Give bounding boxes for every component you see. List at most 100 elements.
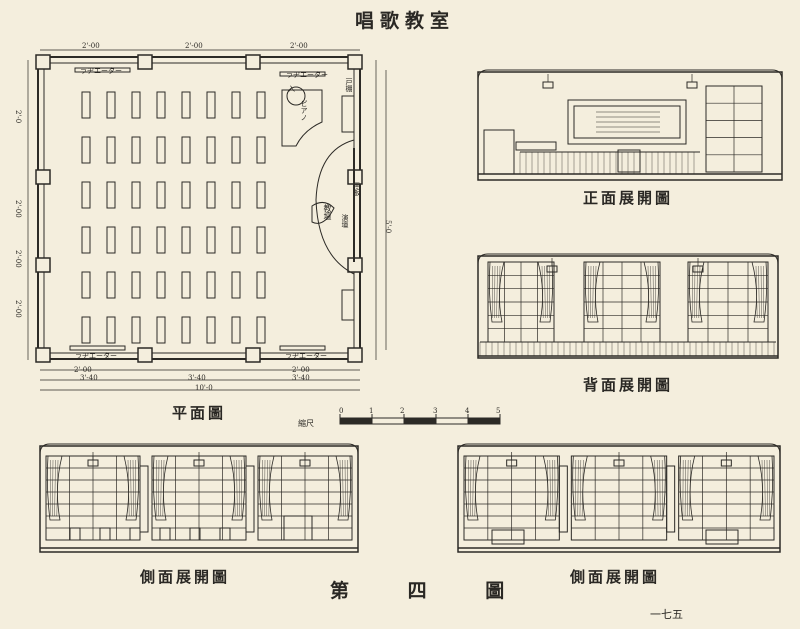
right-label-1: 戸棚 bbox=[345, 78, 353, 92]
curtain-fold bbox=[56, 459, 59, 517]
curtain-fold bbox=[162, 459, 165, 517]
plan-column bbox=[35, 257, 51, 273]
plan-column bbox=[35, 347, 51, 363]
student-desk bbox=[131, 136, 141, 164]
dim-left-3: 2'-00 bbox=[14, 250, 22, 268]
student-desk bbox=[256, 271, 266, 299]
stage-label: 教壇 bbox=[323, 204, 332, 220]
student-desk bbox=[156, 136, 166, 164]
side-lamp bbox=[87, 459, 99, 467]
curtain-fold bbox=[755, 265, 758, 319]
student-desk bbox=[206, 316, 216, 344]
back-elevation-caption: 背面展開圖 bbox=[583, 376, 674, 394]
front-elevation bbox=[477, 69, 783, 181]
radiator-label-1: ラヂエーター bbox=[80, 67, 122, 75]
dim-left-4: 2'-00 bbox=[14, 300, 22, 318]
side-piano bbox=[283, 515, 313, 541]
curtain-fold bbox=[127, 459, 130, 517]
lectern bbox=[617, 149, 641, 173]
curtain-fold bbox=[549, 459, 551, 517]
side-lamp bbox=[613, 459, 625, 467]
student-desk bbox=[206, 136, 216, 164]
curtain-fold bbox=[684, 459, 686, 517]
side-curtain-right bbox=[757, 455, 774, 521]
student-desk bbox=[206, 181, 216, 209]
side-pilaster bbox=[139, 465, 149, 533]
student-desk bbox=[206, 91, 216, 119]
curtain-fold bbox=[130, 459, 132, 517]
back-lamp bbox=[692, 265, 704, 273]
curtain-fold bbox=[546, 265, 548, 319]
door-label: 入 bbox=[288, 85, 295, 93]
side-chair bbox=[99, 527, 111, 541]
student-desk bbox=[231, 271, 241, 299]
front-elevation-caption: 正面展開圖 bbox=[583, 189, 674, 207]
teacher-desk bbox=[311, 202, 335, 224]
student-desk bbox=[206, 271, 216, 299]
side-curtain-left bbox=[152, 455, 169, 521]
curtain-fold bbox=[158, 459, 160, 517]
side-elevation-frame bbox=[39, 445, 359, 553]
dim-top-3: 2'-00 bbox=[290, 42, 308, 50]
page-number: 一七五 bbox=[650, 608, 683, 621]
side-pilaster bbox=[666, 465, 676, 533]
curtain-fold bbox=[498, 265, 501, 319]
curtain-fold bbox=[236, 459, 238, 517]
student-desk bbox=[106, 316, 116, 344]
student-desk bbox=[131, 316, 141, 344]
student-desk bbox=[81, 136, 91, 164]
curtain-fold bbox=[592, 265, 594, 319]
right-label-2: 黒板 bbox=[353, 182, 361, 196]
curtain-fold bbox=[233, 459, 236, 517]
curtain-fold bbox=[264, 459, 266, 517]
side-elevation-frame bbox=[457, 445, 781, 553]
teacher-desk-front bbox=[515, 141, 557, 151]
curtain-fold bbox=[764, 459, 766, 517]
side-lamp bbox=[720, 459, 732, 467]
student-desk bbox=[106, 271, 116, 299]
side-elevation-right bbox=[457, 443, 781, 553]
plan-outer-wall bbox=[37, 56, 361, 360]
plan-column bbox=[245, 347, 261, 363]
back-curtain-left bbox=[488, 261, 505, 323]
curtain-fold bbox=[696, 265, 698, 319]
back-cornice bbox=[477, 253, 779, 265]
curtain-fold bbox=[758, 265, 760, 319]
student-desk bbox=[81, 316, 91, 344]
back-curtain-left bbox=[688, 261, 705, 323]
curtain-fold bbox=[694, 265, 696, 319]
radiator-label-3: ラヂエーター bbox=[75, 352, 117, 360]
curtain-fold bbox=[474, 459, 477, 517]
student-desk bbox=[231, 136, 241, 164]
curtain-fold bbox=[656, 459, 659, 517]
curtain-fold bbox=[52, 459, 54, 517]
scale-fill bbox=[339, 417, 373, 425]
side-radiator bbox=[491, 529, 525, 545]
curtain-fold bbox=[268, 459, 271, 517]
side-curtain-left bbox=[46, 455, 63, 521]
curtain-fold bbox=[339, 459, 342, 517]
curtain-fold bbox=[579, 459, 582, 517]
student-desk bbox=[106, 136, 116, 164]
curtain-fold bbox=[266, 459, 268, 517]
curtain-fold bbox=[650, 265, 652, 319]
back-curtain-right bbox=[751, 261, 768, 323]
radiator-label-2: ラヂエーター bbox=[286, 71, 328, 79]
side-curtain-right bbox=[335, 455, 352, 521]
curtain-fold bbox=[766, 459, 768, 517]
dim-bottom-4: 2'-00 bbox=[292, 366, 310, 374]
curtain-fold bbox=[654, 459, 657, 517]
side-cornice bbox=[457, 443, 781, 455]
side-curtain-right bbox=[123, 455, 140, 521]
student-desk bbox=[206, 226, 216, 254]
student-desk bbox=[131, 181, 141, 209]
scale-tick-1: 1 bbox=[369, 407, 374, 415]
piano bbox=[281, 89, 323, 147]
student-desk bbox=[81, 226, 91, 254]
side-curtain-left bbox=[679, 455, 696, 521]
side-elevation-left bbox=[39, 443, 359, 553]
side-radiator bbox=[705, 529, 739, 545]
student-desk bbox=[181, 136, 191, 164]
student-desk bbox=[156, 226, 166, 254]
radiator bbox=[74, 67, 131, 73]
